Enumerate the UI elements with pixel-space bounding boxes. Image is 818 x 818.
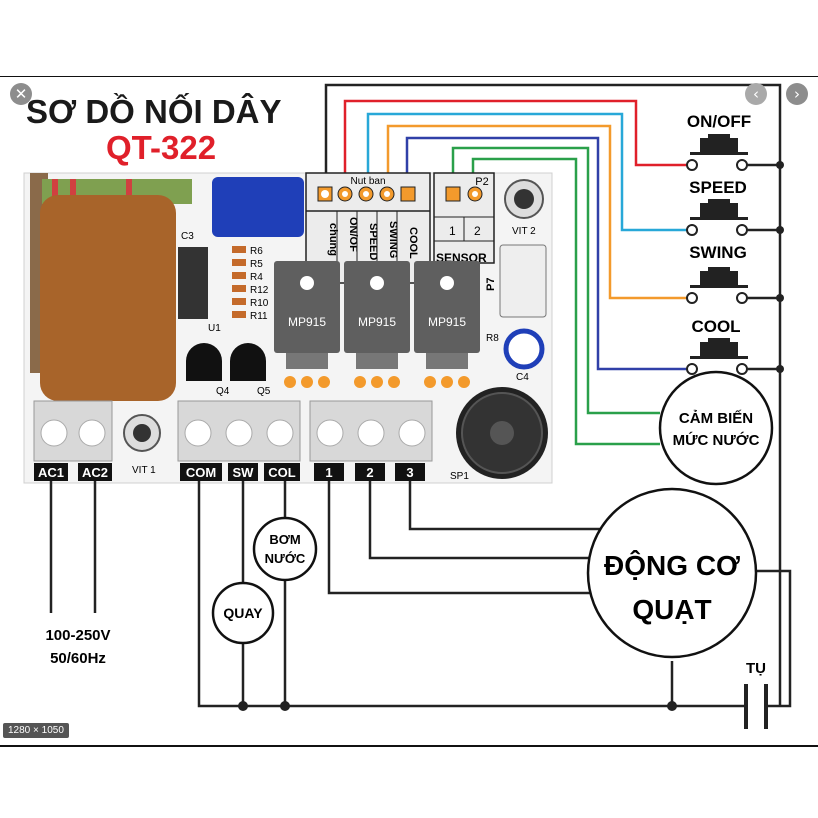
transformer <box>30 173 192 401</box>
terminal-block-com <box>177 400 301 462</box>
run-capacitor: TỤ <box>744 660 768 729</box>
diagram-title: SƠ DỒ NỐI DÂY <box>26 92 282 130</box>
sensor-pin-2: 2 <box>474 224 481 238</box>
screw-label-2: VIT 2 <box>512 226 536 237</box>
water-level-sensor: CẢM BIẾN MỨC NƯỚC <box>658 370 774 486</box>
transistor-q4 <box>186 343 222 381</box>
connector-p7 <box>499 244 547 318</box>
wire-cool <box>405 136 690 371</box>
triac-3: MP915 <box>414 261 480 388</box>
button-label-speed: SPEED <box>689 178 747 197</box>
resistor-label: R6 <box>250 246 263 257</box>
wiring-diagram: SƠ DỒ NỐI DÂY QT-322 ON/OFF SPEED SWING <box>23 83 792 729</box>
transistor-q5-label: Q5 <box>257 386 271 397</box>
pump-label-line2: NƯỚC <box>265 551 306 566</box>
swing-motor: QUAY <box>211 581 275 645</box>
swing-motor-label: QUAY <box>223 605 263 621</box>
header-pins <box>317 186 416 202</box>
triac-1: MP915 <box>274 261 340 388</box>
load-wires <box>49 481 792 708</box>
water-pump: BƠM NƯỚC <box>252 516 318 582</box>
triac-label: MP915 <box>288 315 326 329</box>
terminal-label-2: 2 <box>366 465 373 480</box>
image-size-badge: 1280 × 1050 <box>3 723 69 738</box>
connector-p7-label: P7 <box>485 278 497 291</box>
terminal-block-motor <box>309 400 433 462</box>
ic-u1 <box>178 247 208 319</box>
wire-sensor-2 <box>471 157 660 446</box>
terminal-label-1: 1 <box>325 465 332 480</box>
supply-frequency: 50/60Hz <box>50 650 106 667</box>
capacitor-c3-label: C3 <box>181 231 194 242</box>
resistor-label: R12 <box>250 285 269 296</box>
supply-voltage: 100-250V <box>45 627 110 644</box>
model-number: QT-322 <box>106 129 216 166</box>
triac-label: MP915 <box>428 315 466 329</box>
header-pin-cool: COOL <box>407 227 419 259</box>
button-wires <box>324 83 782 706</box>
sensor-header-label: P2 <box>475 176 488 188</box>
header-pin-swing: SWING <box>387 221 399 258</box>
terminal-label-com: COM <box>186 465 216 480</box>
wire-on-off <box>343 99 690 181</box>
capacitor-c4 <box>503 328 545 370</box>
pcb-board: Nut ban chung ON/OF SPEED SWING COOL P2 … <box>23 172 553 484</box>
resistor-column: R6 R5 R4 R12 R10 R11 <box>232 246 269 322</box>
triac-label: MP915 <box>358 315 396 329</box>
capacitor-label: TỤ <box>746 660 766 677</box>
wire-swing <box>386 124 690 300</box>
button-swing: SWING <box>686 243 784 304</box>
triac-2: MP915 <box>344 261 410 388</box>
header-label: Nut ban <box>350 176 385 187</box>
capacitor-c4-label: C4 <box>516 372 529 383</box>
sensor-label-line2: MỨC NƯỚC <box>673 431 760 449</box>
button-label-on-off: ON/OFF <box>687 112 751 131</box>
wire-sensor-1 <box>451 146 660 415</box>
pump-label-line1: BƠM <box>269 532 300 547</box>
r8-label: R8 <box>486 333 499 344</box>
fan-motor: ĐỘNG CƠ QUẠT <box>586 487 758 659</box>
chevron-left-icon[interactable]: ‹ <box>745 83 767 105</box>
header-pin-speed: SPEED <box>367 223 379 260</box>
ic-u1-label: U1 <box>208 323 221 334</box>
chevron-right-icon[interactable]: › <box>786 83 808 105</box>
transistor-q5 <box>230 343 266 381</box>
sensor-pin-1: 1 <box>449 224 456 238</box>
header-pin-chung: chung <box>327 223 339 256</box>
diagram-frame: SƠ DỒ NỐI DÂY QT-322 ON/OFF SPEED SWING <box>0 76 818 747</box>
sensor-label-line1: CẢM BIẾN <box>679 410 753 427</box>
header-pin-on-off: ON/OF <box>347 217 359 252</box>
wire-common <box>324 83 782 706</box>
screw-label-1: VIT 1 <box>132 465 156 476</box>
resistor-label: R10 <box>250 298 269 309</box>
buzzer-label: SP1 <box>450 471 469 482</box>
capacitor-c3 <box>212 177 304 237</box>
resistor-label: R5 <box>250 259 263 270</box>
fan-motor-line1: ĐỘNG CƠ <box>604 549 740 581</box>
transistor-q4-label: Q4 <box>216 386 230 397</box>
resistor-label: R4 <box>250 272 263 283</box>
button-on-off: ON/OFF <box>686 112 784 171</box>
terminal-label-ac1: AC1 <box>38 465 64 480</box>
terminal-label-col: COL <box>268 465 296 480</box>
fan-motor-line2: QUẠT <box>632 594 711 625</box>
wire-speed <box>366 112 690 232</box>
terminal-label-3: 3 <box>406 465 413 480</box>
button-cool: COOL <box>686 317 784 375</box>
terminal-label-sw: SW <box>233 465 255 480</box>
resistor-label: R11 <box>250 311 268 322</box>
button-label-swing: SWING <box>689 243 747 262</box>
terminal-block-ac <box>33 400 113 462</box>
close-icon[interactable]: ✕ <box>10 83 32 105</box>
terminal-label-ac2: AC2 <box>82 465 108 480</box>
button-label-cool: COOL <box>691 317 740 336</box>
button-speed: SPEED <box>686 178 784 236</box>
